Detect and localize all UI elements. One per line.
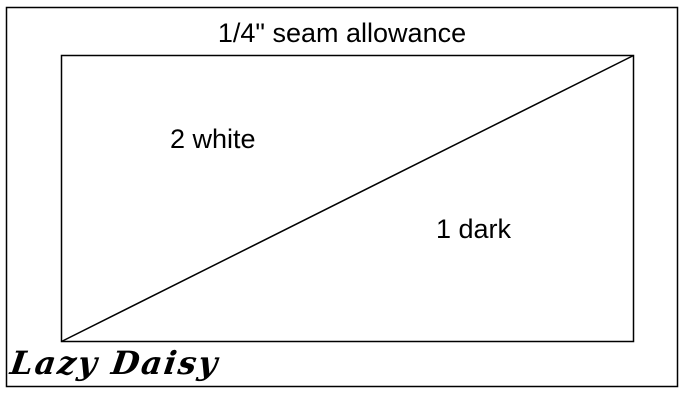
seam-allowance-label: 1/4" seam allowance [217,18,467,48]
inner-rectangle [60,54,635,343]
upper-triangle-label: 2 white [170,124,256,154]
signature-logo: Lazy Daisy [8,344,222,382]
outer-border [5,6,679,388]
diagonal-line [61,54,634,343]
lower-triangle-label: 1 dark [436,214,512,244]
